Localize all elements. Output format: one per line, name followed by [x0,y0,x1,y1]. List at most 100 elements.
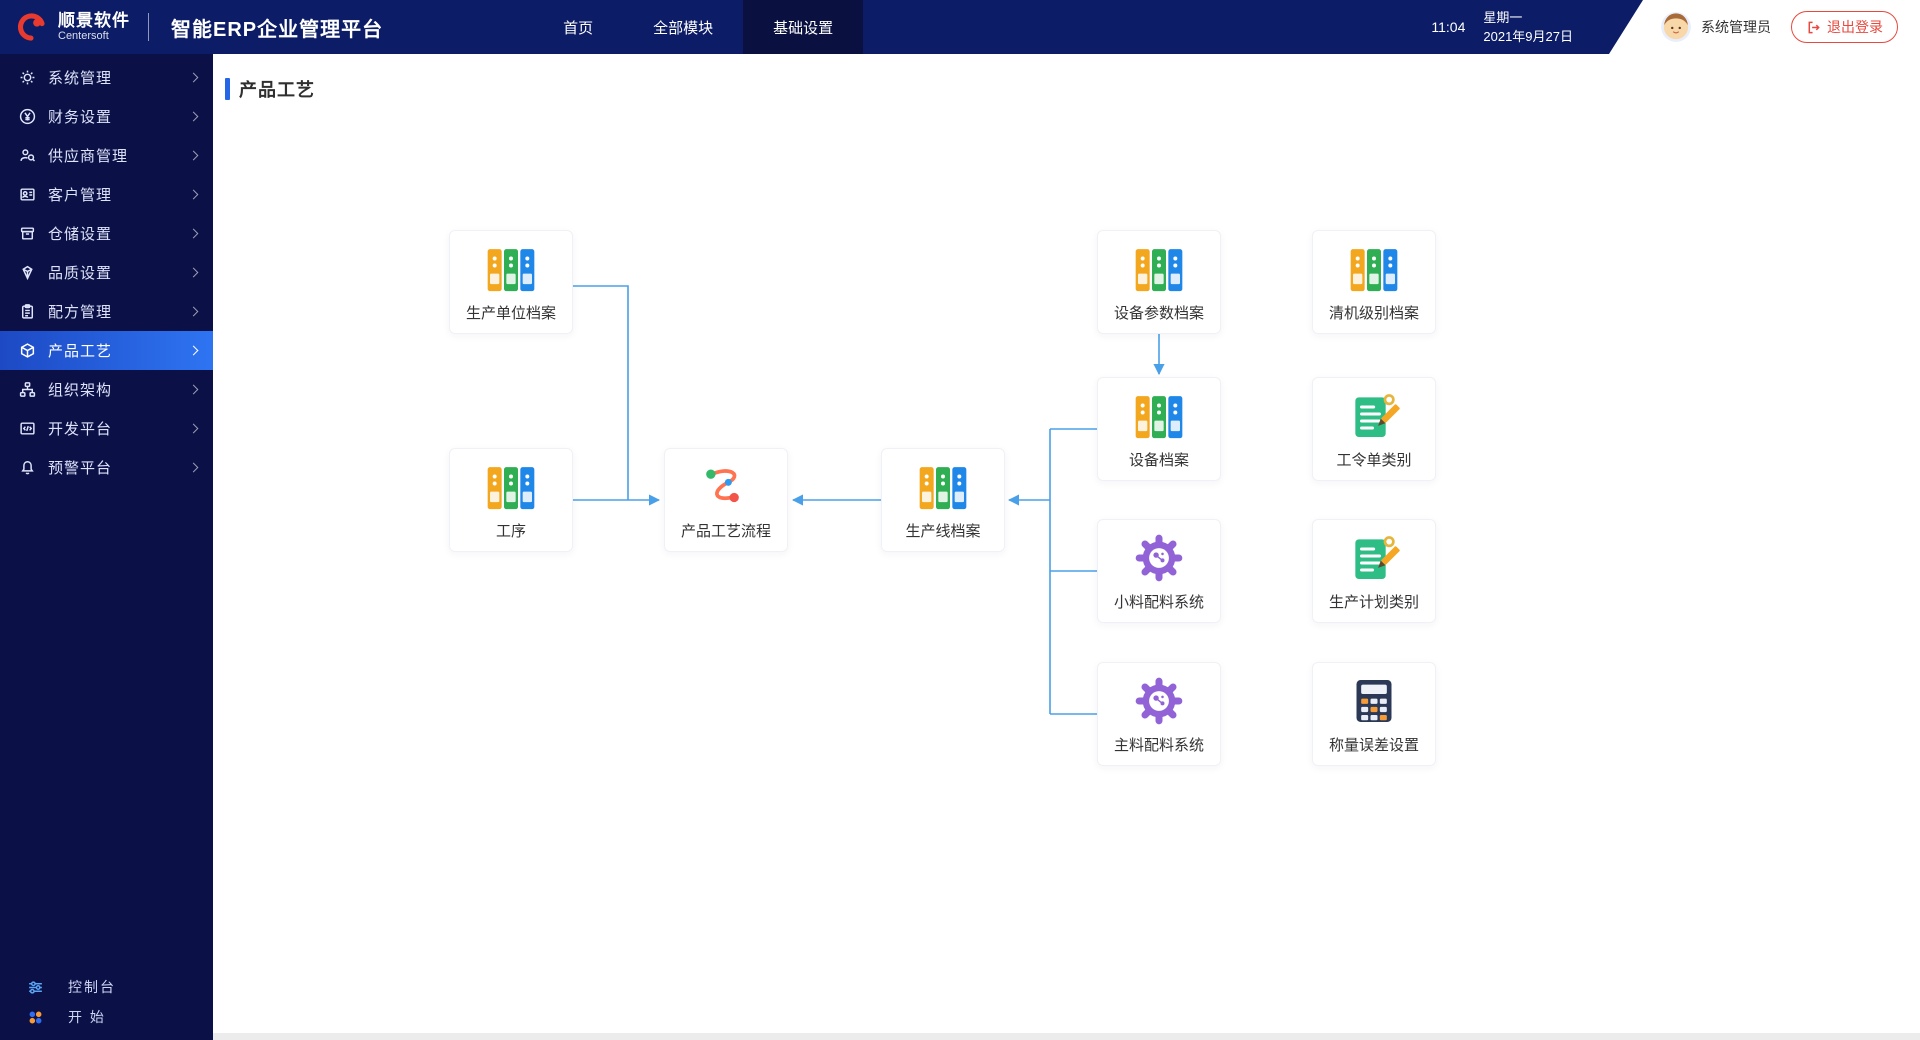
sidebar-item-dev-platform[interactable]: 开发平台 [0,409,213,448]
top-nav: 首页 全部模块 基础设置 [533,0,864,54]
chevron-right-icon [188,72,199,83]
chevron-right-icon [188,384,199,395]
sidebar-item-label: 系统管理 [48,70,113,87]
sidebar-item-org[interactable]: 组织架构 [0,370,213,409]
console-button[interactable]: 控制台 [0,972,213,1002]
chevron-right-icon [188,345,199,356]
cube-icon [18,342,36,360]
flow-node-label: 设备档案 [1128,452,1189,469]
calculator-icon [1346,673,1402,729]
nav-all-modules[interactable]: 全部模块 [653,19,714,37]
start-icon [26,1008,44,1026]
bell-icon [18,459,36,477]
user-area: 系统管理员 退出登录 [1609,0,1920,54]
chevron-right-icon [188,150,199,161]
brand-area: 顺景软件 Centersoft 智能ERP企业管理平台 [0,10,383,44]
flow-node-label: 生产单位档案 [465,305,556,322]
chevron-right-icon [188,306,199,317]
sidebar-item-label: 开发平台 [48,421,113,438]
console-icon [26,978,44,996]
customer-icon [18,186,36,204]
binder-icon [915,459,971,515]
flow-node-product-craft-flow[interactable]: 产品工艺流程 [664,448,788,552]
purple-gear-icon [1131,530,1187,586]
flow-node-process[interactable]: 工序 [449,448,573,552]
chevron-right-icon [188,111,199,122]
header-divider [148,13,149,41]
sidebar-item-label: 配方管理 [48,304,113,321]
org-chart-icon [18,381,36,399]
start-button[interactable]: 开 始 [0,1002,213,1032]
sidebar-item-label: 产品工艺 [48,343,113,360]
flow-node-production-line-archive[interactable]: 生产线档案 [881,448,1005,552]
chevron-right-icon [188,189,199,200]
console-label: 控制台 [68,979,116,995]
flow-node-equipment-archive[interactable]: 设备档案 [1097,377,1221,481]
flow-node-production-plan-category[interactable]: 生产计划类别 [1312,519,1436,623]
binder-icon [1346,241,1402,297]
chevron-right-icon [188,267,199,278]
user-avatar[interactable] [1661,12,1691,42]
sidebar-item-customer[interactable]: 客户管理 [0,175,213,214]
page-title-block: 产品工艺 [225,76,315,102]
flow-node-label: 生产线档案 [905,523,981,540]
flow-node-label: 工令单类别 [1336,452,1412,469]
clock-time: 11:04 [1431,19,1466,35]
app-title: 智能ERP企业管理平台 [171,18,384,41]
brand-subname: Centersoft [58,30,109,43]
warehouse-icon [18,225,36,243]
binder-icon [1131,388,1187,444]
sidebar-item-finance[interactable]: 财务设置 [0,97,213,136]
yen-icon [18,108,36,126]
brand-logo-icon [17,13,45,41]
sidebar-item-product-craft[interactable]: 产品工艺 [0,331,213,370]
binder-icon [483,241,539,297]
flow-node-label: 产品工艺流程 [680,523,771,540]
sidebar-item-alert-platform[interactable]: 预警平台 [0,448,213,487]
sidebar-item-label: 仓储设置 [48,226,113,243]
sidebar-item-label: 供应商管理 [48,148,129,165]
chevron-right-icon [188,423,199,434]
sidebar-item-quality[interactable]: 品质设置 [0,253,213,292]
flow-node-label: 主料配料系统 [1113,737,1204,754]
flow-node-label: 工序 [495,523,526,540]
sidebar-item-recipe[interactable]: 配方管理 [0,292,213,331]
purple-gear-icon [1131,673,1187,729]
flow-node-work-order-category[interactable]: 工令单类别 [1312,377,1436,481]
flow-node-main-material-batching-system[interactable]: 主料配料系统 [1097,662,1221,766]
horizontal-scrollbar[interactable] [213,1033,1920,1040]
nav-home[interactable]: 首页 [563,19,594,37]
title-accent-bar [225,78,230,100]
sidebar-item-label: 品质设置 [48,265,113,282]
gear-icon [18,69,36,87]
sidebar-item-system[interactable]: 系统管理 [0,58,213,97]
flow-node-label: 设备参数档案 [1113,305,1204,322]
route-icon [698,459,754,515]
top-header: 顺景软件 Centersoft 智能ERP企业管理平台 首页 全部模块 基础设置… [0,0,1920,54]
flow-node-small-material-batching-system[interactable]: 小料配料系统 [1097,519,1221,623]
start-label: 开 始 [68,1009,106,1025]
logout-label: 退出登录 [1827,19,1883,35]
date-block: 星期一 2021年9月27日 [1483,8,1573,47]
doc-pencil-icon [1346,530,1402,586]
sidebar-footer: 控制台 开 始 [0,972,213,1032]
brand-text: 顺景软件 Centersoft [58,11,130,43]
flow-node-equipment-param-archive[interactable]: 设备参数档案 [1097,230,1221,334]
username-label: 系统管理员 [1701,19,1771,35]
flow-node-label: 称量误差设置 [1328,737,1419,754]
sidebar: 系统管理 财务设置 供应商管理 [0,54,213,1040]
sidebar-item-warehouse[interactable]: 仓储设置 [0,214,213,253]
flow-node-weighing-error-setting[interactable]: 称量误差设置 [1312,662,1436,766]
logout-button[interactable]: 退出登录 [1791,11,1898,43]
flow-node-production-unit-archive[interactable]: 生产单位档案 [449,230,573,334]
sidebar-item-label: 组织架构 [48,382,113,399]
sidebar-item-supplier[interactable]: 供应商管理 [0,136,213,175]
flow-node-label: 小料配料系统 [1113,594,1204,611]
code-icon [18,420,36,438]
flow-node-label: 生产计划类别 [1328,594,1419,611]
weekday-label: 星期一 [1483,9,1523,25]
nav-basic-settings[interactable]: 基础设置 [743,0,864,54]
flow-node-cleaning-level-archive[interactable]: 清机级别档案 [1312,230,1436,334]
main-content: 产品工艺 生产单位档案 工序 [213,54,1920,1040]
logout-icon [1808,21,1820,33]
